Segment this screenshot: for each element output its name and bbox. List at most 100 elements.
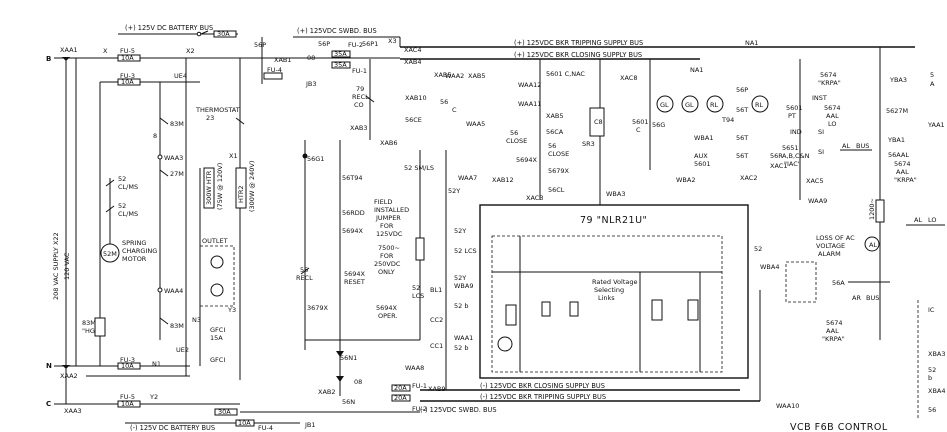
waa4-label: WAA4 <box>164 287 183 295</box>
na1-label: NA1 <box>745 39 758 47</box>
htr2-volt: (300W @ 240V) <box>248 161 256 212</box>
c08b-label: 08 <box>354 378 362 386</box>
pin-52a: 52 <box>118 175 126 183</box>
aal-b: AAL <box>826 112 839 120</box>
fuse-30a-b: 30A <box>218 408 231 416</box>
c5651-c: "IAC" <box>784 160 801 168</box>
phase-n-label: N <box>46 362 52 370</box>
jb1-label: JB1 <box>304 421 316 429</box>
thermostat-num: 23 <box>206 114 214 122</box>
krpa-a: 5674 <box>820 71 837 79</box>
c56p-label-2: 56P <box>318 40 330 48</box>
c08-label: 08 <box>307 54 315 62</box>
c-a: C <box>452 106 457 114</box>
c56g-label: 56G <box>652 121 665 129</box>
close-56-d: CLOSE <box>548 150 569 158</box>
krpa3-c: "KRPA" <box>822 335 845 343</box>
swbd-bus-bottom-label: (-) 125VDC SWBD. BUS <box>420 406 497 414</box>
inst-label: INST <box>812 94 827 102</box>
si-2: SI <box>818 148 824 156</box>
red-lamp-1 <box>706 95 724 113</box>
battery-bus-top-label: (+) 125V DC BATTERY BUS <box>125 24 213 32</box>
spring-charging-motor <box>100 243 120 263</box>
c5601-a: 5601 <box>632 118 649 126</box>
y2-label: Y2 <box>149 393 158 401</box>
motor-text-3: MOTOR <box>122 255 147 263</box>
waa8-label: WAA8 <box>405 364 424 372</box>
c56p-label: 56P <box>254 41 266 49</box>
c52-lcs-a: 52 <box>412 284 420 292</box>
xab9-label: XAB9 <box>428 385 446 393</box>
c5694x-b-label: 5694X <box>516 156 538 164</box>
xab6-label: XAB6 <box>380 139 398 147</box>
fu2-bottom-label: FU-2 <box>412 405 427 413</box>
xaa2-label: XAA2 <box>60 372 78 380</box>
loss-ac-c: ALARM <box>818 250 841 258</box>
al-bus-1: AL <box>842 142 850 150</box>
alarm-lamp <box>864 236 880 252</box>
fu5b-amp-label: 10A <box>121 400 134 408</box>
fu1-bottom-label: FU-1 <box>412 382 427 390</box>
xab3-label: XAB3 <box>350 124 368 132</box>
waa9-label: WAA9 <box>808 197 827 205</box>
c5601-cnac-label: 5601 C,NAC <box>546 70 585 78</box>
thermostat-label: THERMOSTAT <box>195 106 240 114</box>
htr2-text: HTR2 <box>237 185 245 203</box>
phase-b-label: B <box>46 55 51 63</box>
m83-label: 83M <box>170 120 184 128</box>
fu5-top-label: FU-5 <box>120 47 135 55</box>
c8-label: C8 <box>594 118 603 126</box>
c52y-3: 52Y <box>454 274 466 282</box>
recl-label: RECL <box>352 93 369 101</box>
wba2-label: WBA2 <box>676 176 695 184</box>
supply-120-label: 120 VAC <box>63 252 71 280</box>
c52-edge: 52 <box>928 366 936 374</box>
gfci-15a: 15A <box>210 334 223 342</box>
pin-52b: 52 <box>118 202 126 210</box>
c52-rt: 52 <box>754 245 762 253</box>
waa5-label: WAA5 <box>466 120 485 128</box>
c5601-pt-a: 5601 <box>786 104 803 112</box>
closing-bus-top-label: (+) 125VDC BKR CLOSING SUPPLY BUS <box>514 51 642 59</box>
loss-ac-a: LOSS OF AC <box>816 234 855 242</box>
aal-a: 5674 <box>824 104 841 112</box>
supply-208-label: 208 VAC SUPPLY X22 <box>52 232 60 300</box>
field-4: FOR <box>380 222 394 230</box>
krpa2-b: AAL <box>896 168 909 176</box>
c79-label: 79 <box>356 85 364 93</box>
relay-inner <box>491 235 723 373</box>
c5651-b: A,B,C&N <box>782 152 810 160</box>
xab5-label: XAB5 <box>468 72 486 80</box>
xab1-label: XAB1 <box>274 56 292 64</box>
field-1: FIELD <box>374 198 392 206</box>
xac5-label: XAC5 <box>806 177 823 185</box>
c56p-right-label: 56P <box>736 86 748 94</box>
cc1-label: CC1 <box>430 342 443 350</box>
volt-4: ONLY <box>378 268 395 276</box>
outlet-label: OUTLET <box>202 237 228 245</box>
phase-c-label: C <box>46 400 51 408</box>
green-lamp-2 <box>681 95 699 113</box>
cl-ms-b: CL/MS <box>118 210 138 218</box>
jb3-label: JB3 <box>305 80 317 88</box>
rl-1: RL <box>710 101 719 109</box>
wba4-label: WBA4 <box>760 263 779 271</box>
c5627m-label: 5627M <box>886 107 908 115</box>
c56-recl-a: 56 <box>300 266 308 274</box>
xab12-label: XAB12 <box>492 176 514 184</box>
c56-recl-b: RECL <box>296 274 313 282</box>
xab10-label: XAB10 <box>405 94 427 102</box>
waa1-b-label: WAA1 <box>454 334 473 342</box>
c56-edge-label: 56 <box>928 406 936 414</box>
field-3: JUMPER <box>375 214 401 222</box>
pin-8: 8 <box>153 132 157 140</box>
motor-label: 52M <box>103 250 117 258</box>
c56g1-label: 56G1 <box>307 155 324 163</box>
green-lamp-1 <box>656 95 674 113</box>
volt-1: 7500~ <box>378 244 400 252</box>
swbd-bus-top-label: (+) 125VDC SWBD. BUS <box>297 27 377 35</box>
c52-b: 52 b <box>454 302 468 310</box>
gl-2: GL <box>685 101 694 109</box>
t94-label: T94 <box>721 116 734 124</box>
